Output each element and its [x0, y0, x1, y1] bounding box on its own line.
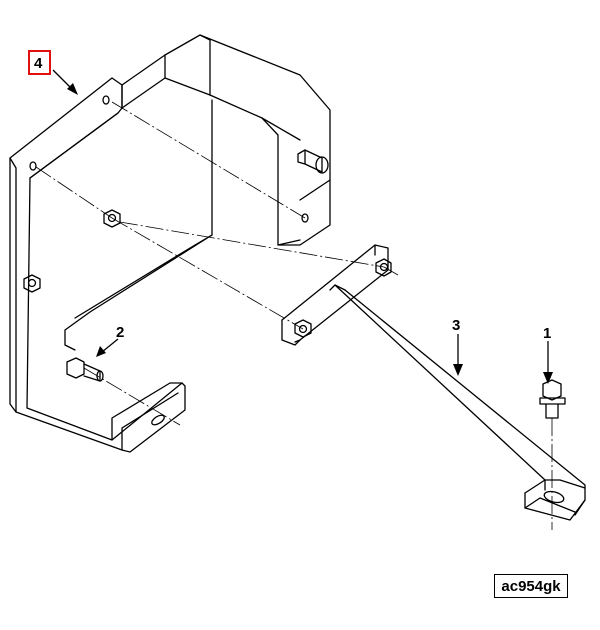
pin: [297, 149, 329, 174]
box-hole: [301, 213, 309, 223]
callout-4: 4: [34, 55, 43, 72]
bracket-plate: [9, 77, 186, 453]
bolt-item-1: [539, 379, 566, 419]
highlight-box: [28, 50, 51, 75]
alignment-lines: [35, 101, 553, 530]
nut: [103, 209, 121, 228]
nut: [23, 274, 41, 293]
bracket-hole: [29, 161, 37, 171]
reference-code: ac954gk: [494, 574, 568, 598]
bracket-arm: [64, 234, 213, 351]
support-rod-item-3: [281, 244, 586, 521]
bracket-box: [121, 34, 331, 246]
bracket-hole: [102, 95, 110, 105]
nut: [294, 319, 312, 338]
bolt-item-2: [66, 357, 104, 382]
callout-2: 2: [116, 324, 124, 341]
callout-1: 1: [543, 325, 551, 342]
nut: [375, 258, 392, 277]
bracket-foot: [111, 382, 183, 451]
leader-arrowheads: [67, 83, 553, 384]
callout-3: 3: [452, 317, 460, 334]
